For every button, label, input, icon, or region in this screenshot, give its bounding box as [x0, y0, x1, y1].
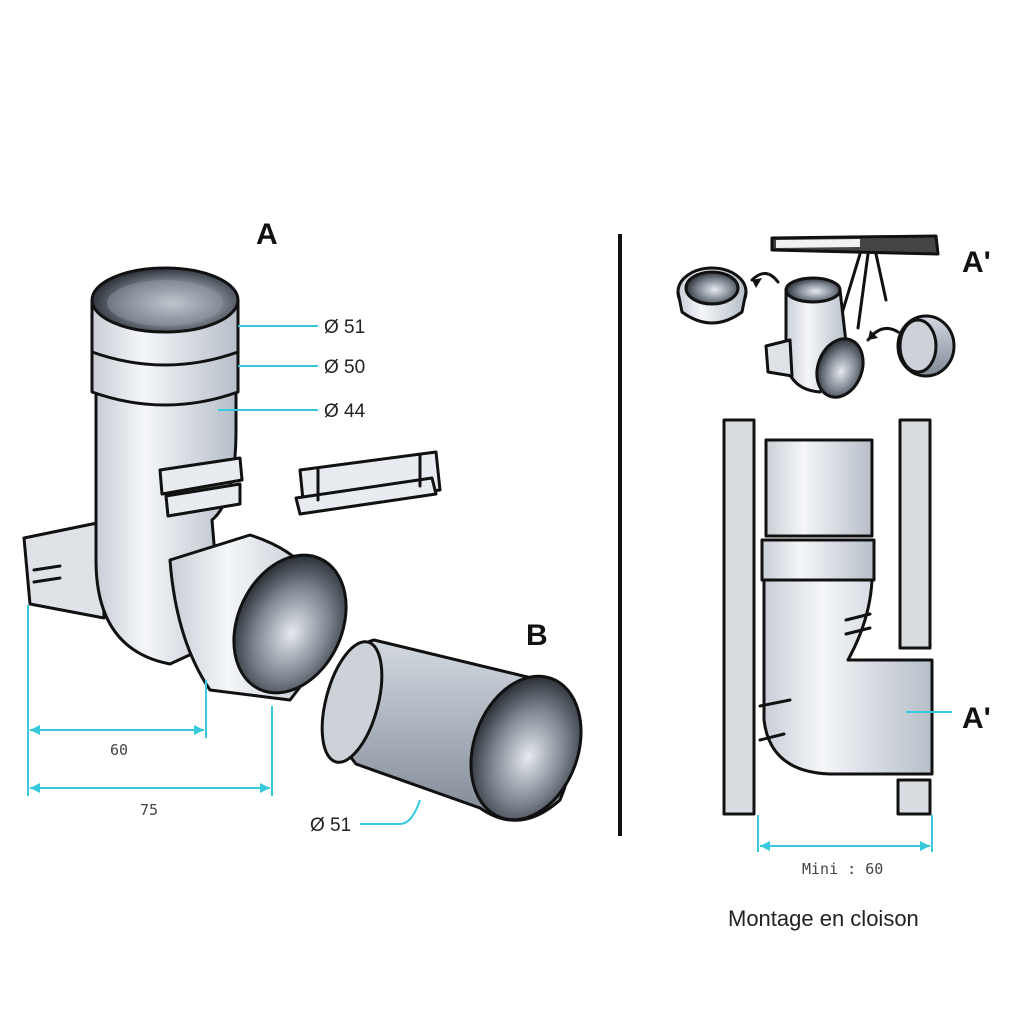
minimum-width-label: Mini : 60 — [802, 860, 883, 878]
wall-bracket — [22, 520, 106, 620]
diameter-44-label: Ø 44 — [324, 401, 366, 422]
fitting-a — [22, 266, 348, 702]
part-b-label: B — [526, 619, 548, 652]
dimension-60-label: 60 — [110, 741, 128, 759]
part-a-prime-top-label: A' — [962, 246, 991, 279]
sleeve-diameter-label: Ø 51 — [310, 815, 351, 836]
caption: Montage en cloison — [728, 906, 919, 931]
dimension-75-label: 75 — [140, 801, 158, 819]
section-elbow — [762, 578, 934, 776]
section-pipe — [764, 438, 874, 538]
diameter-50-label: Ø 50 — [324, 357, 365, 378]
diameter-51-label: Ø 51 — [324, 317, 365, 338]
part-a-prime-side-label: A' — [962, 702, 991, 735]
wall-right-upper — [898, 418, 932, 650]
wall-right-lower — [896, 778, 932, 816]
wall-section — [722, 418, 934, 816]
wall-left — [722, 418, 756, 816]
part-a-label: A — [256, 218, 278, 251]
top-opening — [90, 266, 240, 334]
sleeve-opening — [469, 674, 583, 822]
sleeve-b — [320, 638, 583, 822]
side-opening — [232, 553, 348, 695]
cutting-detail — [676, 234, 956, 399]
